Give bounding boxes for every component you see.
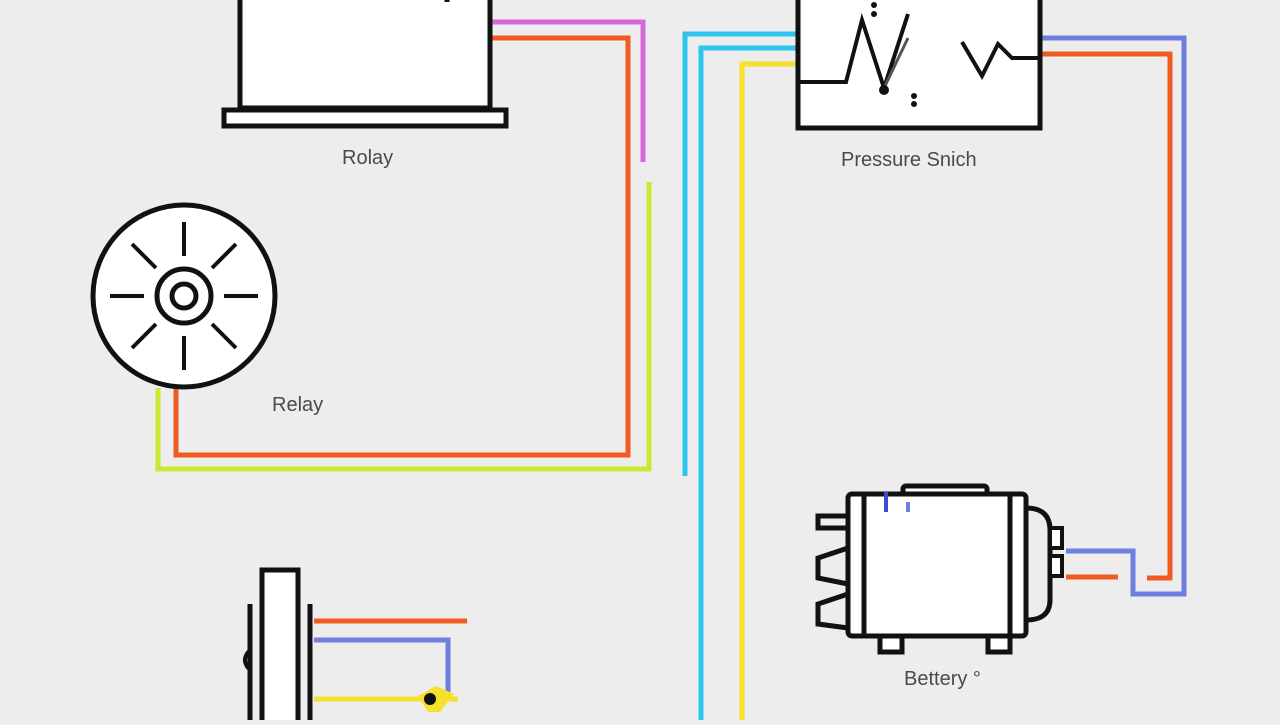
wire-yellow-switch <box>739 61 796 720</box>
compressor-icon <box>815 483 1064 655</box>
wire-magenta <box>492 19 646 162</box>
battery-label: Bettery ° <box>904 668 981 690</box>
wire-blue-clutch <box>314 637 451 692</box>
connector-icon <box>418 686 454 712</box>
relay-fan-label: Relay <box>272 394 324 416</box>
pressure-switch-label: Pressure Snich <box>841 149 977 171</box>
wires <box>155 19 1187 720</box>
clutch-icon <box>243 567 313 725</box>
wire-orange-switch-compressor <box>1042 51 1173 581</box>
wire-cyan-inner <box>698 45 796 720</box>
wire-orange-relay-fan <box>173 35 631 458</box>
relay-box-icon <box>221 0 509 129</box>
wire-lime-fan <box>155 182 652 472</box>
switch-icon <box>795 0 1043 131</box>
wire-blue-switch-compressor <box>1042 35 1187 597</box>
wire-cyan-outer <box>682 31 796 476</box>
fan-icon <box>90 202 278 390</box>
relay-top-label: Rolay <box>342 147 394 169</box>
